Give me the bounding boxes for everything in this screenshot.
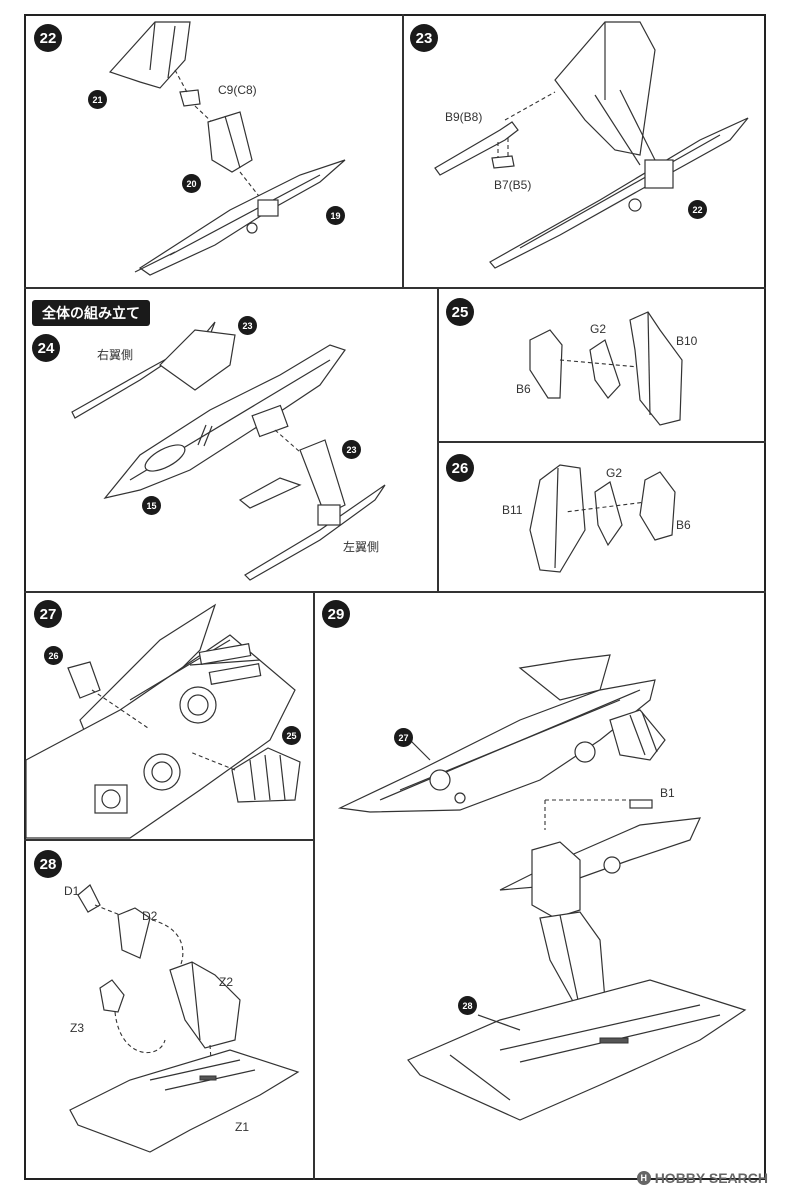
part-label: 右翼側	[97, 348, 134, 362]
part-number-badge: 23	[238, 316, 257, 335]
part-number-badge: 27	[394, 728, 413, 747]
hobbysearch-logo-icon: H	[636, 1171, 651, 1185]
part-label: D1	[64, 884, 80, 898]
part-label: C9(C8)	[218, 83, 257, 97]
part-label: B1	[660, 786, 675, 800]
part-number-badge: 25	[282, 726, 301, 745]
part-number-badge: 20	[182, 174, 201, 193]
part-label: G2	[590, 322, 607, 336]
part-number-badge: 28	[458, 996, 477, 1015]
part-label: B6	[676, 518, 691, 532]
part-label: B10	[676, 334, 698, 348]
part-label: 左翼側	[343, 540, 380, 554]
instruction-sheet	[24, 14, 766, 1180]
step-22-badge: 22	[34, 24, 62, 52]
section-title: 全体の組み立て	[32, 300, 150, 326]
part-number-badge: 23	[342, 440, 361, 459]
part-label: B9(B8)	[445, 110, 483, 124]
part-label: B6	[516, 382, 531, 396]
part-number-badge: 21	[88, 90, 107, 109]
part-label: B7(B5)	[494, 178, 532, 192]
part-number-badge: 26	[44, 646, 63, 665]
watermark-text: HOBBY SEARCH	[654, 1170, 768, 1186]
part-label: G2	[606, 466, 623, 480]
step-29-badge: 29	[322, 600, 350, 628]
watermark: H HOBBY SEARCH	[636, 1170, 768, 1186]
step-28-badge: 28	[34, 850, 62, 878]
step-25-badge: 25	[446, 298, 474, 326]
step-26-badge: 26	[446, 454, 474, 482]
part-number-badge: 19	[326, 206, 345, 225]
step-24-badge: 24	[32, 334, 60, 362]
part-label: Z1	[235, 1120, 250, 1134]
part-label: D2	[142, 909, 158, 923]
part-number-badge: 22	[688, 200, 707, 219]
step-23-badge: 23	[410, 24, 438, 52]
part-number-badge: 15	[142, 496, 161, 515]
part-label: Z2	[219, 975, 234, 989]
part-label: B11	[502, 503, 523, 517]
part-label: Z3	[70, 1021, 85, 1035]
step-27-badge: 27	[34, 600, 62, 628]
